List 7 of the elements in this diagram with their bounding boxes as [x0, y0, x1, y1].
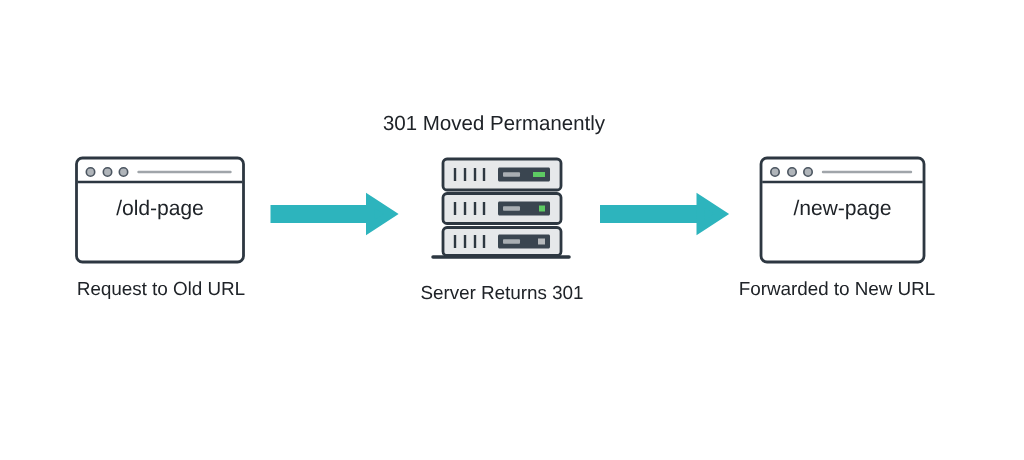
node-label: Request to Old URL [78, 281, 245, 299]
node-label: Server Returns 301 [421, 285, 583, 300]
server-picture [431, 157, 571, 259]
browser-window: /new-page [759, 156, 926, 264]
node-label: Forwarded to New URL [740, 281, 935, 296]
heading: 301 Moved Permanently [383, 115, 605, 135]
browser-window: /old-page [75, 156, 245, 264]
